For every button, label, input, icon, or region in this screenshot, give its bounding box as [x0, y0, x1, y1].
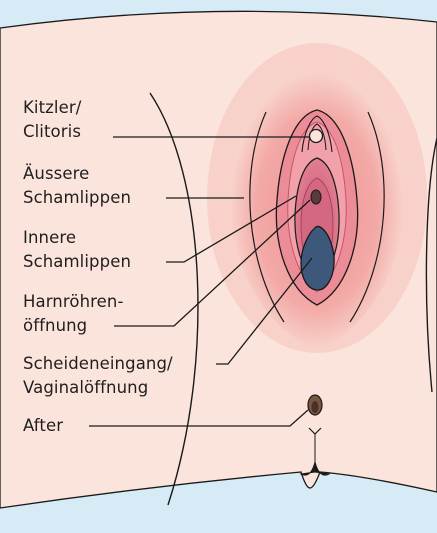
label-anus-text: After: [23, 414, 63, 438]
label-urethra: Harnröhren- öffnung: [23, 290, 124, 338]
label-vagina: Scheideneingang/ Vaginalöffnung: [23, 352, 173, 400]
label-inner-labia-line1: Innere: [23, 226, 131, 250]
label-anus: After: [23, 414, 63, 438]
label-inner-labia-line2: Schamlippen: [23, 250, 131, 274]
label-clitoris: Kitzler/ Clitoris: [23, 96, 81, 144]
label-outer-labia-line1: Äussere: [23, 162, 131, 186]
label-vagina-line1: Scheideneingang/: [23, 352, 173, 376]
label-urethra-line1: Harnröhren-: [23, 290, 124, 314]
urethral-opening-shape: [311, 190, 321, 204]
label-urethra-line2: öffnung: [23, 314, 124, 338]
label-vagina-line2: Vaginalöffnung: [23, 376, 173, 400]
label-clitoris-line1: Kitzler/: [23, 96, 81, 120]
label-outer-labia-line2: Schamlippen: [23, 186, 131, 210]
label-inner-labia: Innere Schamlippen: [23, 226, 131, 274]
label-outer-labia: Äussere Schamlippen: [23, 162, 131, 210]
clitoris-shape: [310, 130, 323, 143]
anus-inner: [312, 401, 319, 413]
label-clitoris-line2: Clitoris: [23, 120, 81, 144]
